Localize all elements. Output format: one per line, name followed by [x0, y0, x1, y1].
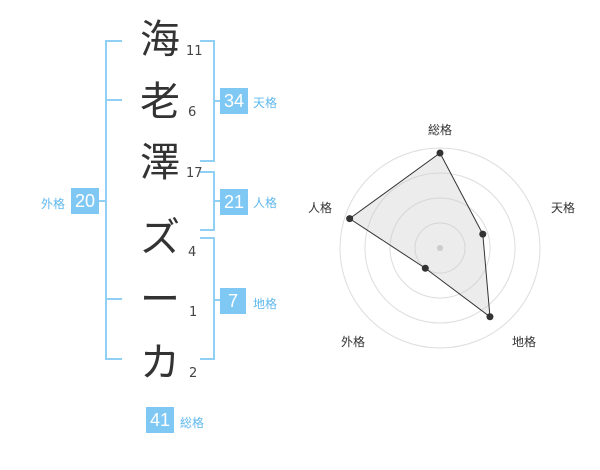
stroke-count-6: 2 [189, 366, 198, 381]
radar-ring [414, 222, 466, 274]
stroke-count-4: 4 [188, 245, 197, 260]
chikaku-bracket [200, 237, 215, 360]
radar-point-3 [421, 264, 429, 272]
tenkaku-value: 34 [220, 88, 248, 114]
name-char-2: 老 [140, 79, 180, 125]
radar-center [437, 245, 443, 251]
radar-point-1 [479, 230, 487, 238]
radar-axis-label-chikaku: 地格 [512, 335, 537, 349]
radar-polygon [348, 152, 491, 318]
radar-axis-label-tenkaku: 天格 [551, 201, 576, 215]
soukaku-label: 総格 [180, 416, 205, 430]
jinkaku-label: 人格 [253, 196, 278, 210]
radar-ring [389, 197, 491, 299]
name-char-6: カ [140, 340, 180, 386]
chikaku-label: 地格 [253, 297, 278, 311]
radar-ring [364, 172, 516, 324]
stroke-count-3: 17 [186, 166, 203, 181]
radar-axis-label-jinkaku: 人格 [308, 201, 333, 215]
name-char-1: 海 [140, 17, 180, 63]
radar-point-4 [346, 215, 354, 223]
name-char-5: ー [140, 277, 180, 323]
jinkaku-value: 21 [220, 189, 248, 215]
radar-axis-label-gaikaku: 外格 [341, 335, 366, 349]
radar-ring [339, 147, 541, 349]
stroke-count-1: 11 [186, 44, 203, 59]
radar-point-2 [486, 313, 494, 321]
name-char-3: 澤 [140, 140, 180, 186]
chikaku-value: 7 [220, 288, 246, 314]
stroke-count-2: 6 [188, 105, 197, 120]
soukaku-value: 41 [146, 407, 174, 433]
gaikaku-label: 外格 [41, 197, 66, 211]
gaikaku-value: 20 [71, 188, 99, 214]
stroke-count-5: 1 [189, 305, 198, 320]
tenkaku-label: 天格 [253, 96, 278, 110]
radar-point-0 [436, 149, 444, 157]
name-char-4: ズ [140, 215, 180, 261]
radar-axis-label-soukaku: 総格 [428, 123, 453, 137]
